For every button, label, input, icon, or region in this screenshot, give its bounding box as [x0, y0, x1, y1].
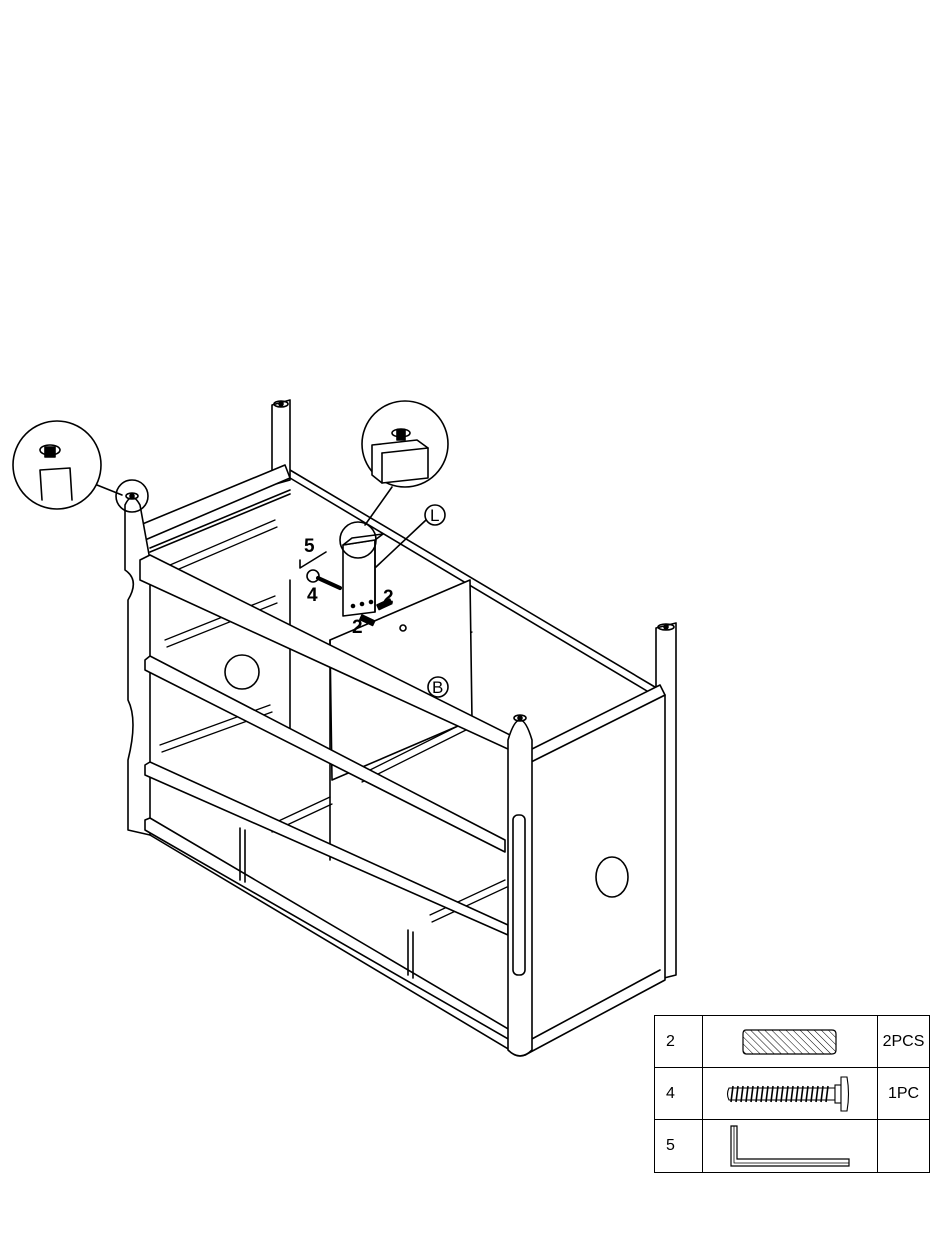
table-row: 5	[655, 1120, 930, 1173]
callout-bolt: 4	[307, 585, 318, 606]
panel-label-b: B	[432, 678, 443, 697]
front-lower-rails	[145, 762, 510, 1050]
table-row: 4	[655, 1068, 930, 1120]
allen-key-icon	[725, 1123, 855, 1169]
part-quantity: 1PC	[878, 1068, 930, 1120]
table-row: 2 2PCS	[655, 1016, 930, 1068]
part-quantity	[878, 1120, 930, 1173]
parts-table: 2 2PCS 4	[654, 1015, 930, 1173]
part-number: 5	[655, 1120, 703, 1173]
part-number: 4	[655, 1068, 703, 1120]
bolt-icon	[725, 1074, 855, 1114]
right-end-panel	[520, 685, 665, 1055]
detail-callout-right	[340, 401, 448, 558]
part-quantity: 2PCS	[878, 1016, 930, 1068]
left-side-rail	[140, 465, 290, 552]
callout-dowel-right: 2	[383, 587, 394, 608]
front-right-post	[508, 715, 532, 1056]
callout-allen-key: 5	[304, 536, 315, 557]
part-number: 2	[655, 1016, 703, 1068]
center-leg	[343, 534, 383, 616]
callout-dowel-bottom: 2	[352, 617, 363, 638]
panel-label-l: L	[430, 506, 439, 525]
wooden-dowel-icon	[740, 1027, 840, 1057]
